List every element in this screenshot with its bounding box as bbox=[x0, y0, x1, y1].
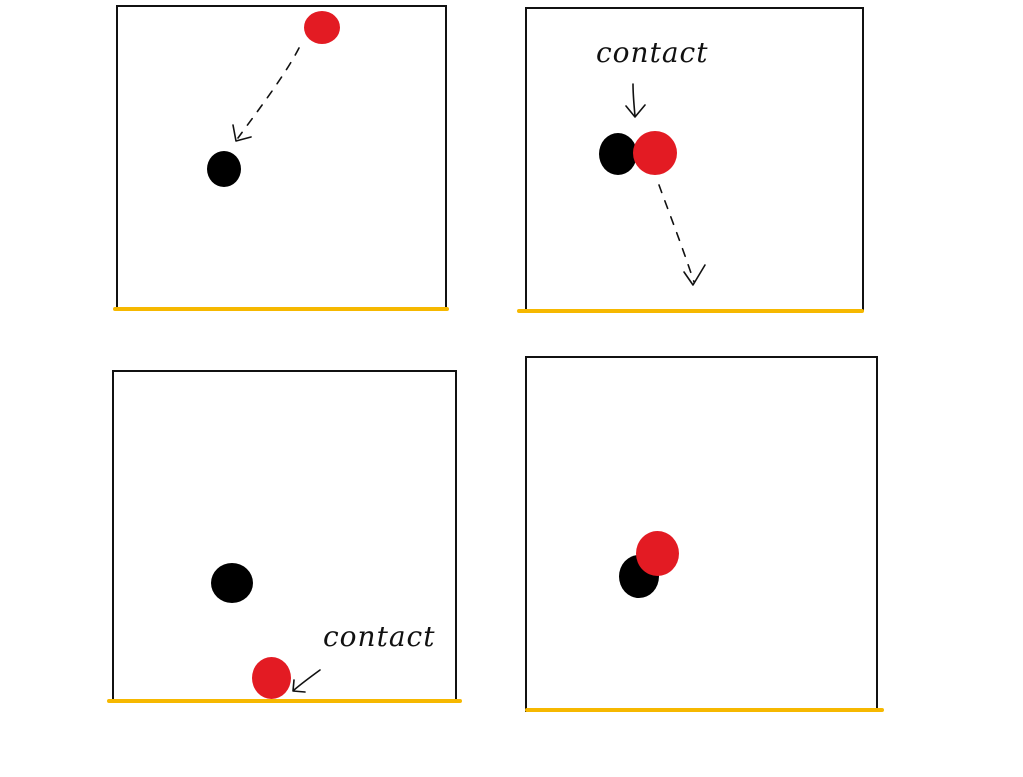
panel-1-floor bbox=[113, 307, 449, 311]
panel-3-black-ball bbox=[211, 563, 253, 603]
panel-2-floor bbox=[517, 309, 864, 313]
panel-3-contact-label: contact bbox=[323, 620, 436, 653]
panel-1-black-ball bbox=[207, 151, 241, 187]
panel-2-black-ball bbox=[599, 133, 637, 175]
panel-4-floor bbox=[525, 708, 884, 712]
panel-3-red-ball bbox=[252, 657, 291, 699]
panel-4-frame bbox=[525, 356, 878, 712]
panel-2-red-ball bbox=[633, 131, 677, 175]
panel-1-red-ball bbox=[304, 11, 340, 44]
panel-1-frame bbox=[116, 5, 447, 311]
panel-3-frame bbox=[112, 370, 457, 702]
panel-3-floor bbox=[107, 699, 462, 703]
panel-2-contact-label: contact bbox=[596, 36, 709, 69]
panel-4-red-ball bbox=[636, 531, 679, 576]
